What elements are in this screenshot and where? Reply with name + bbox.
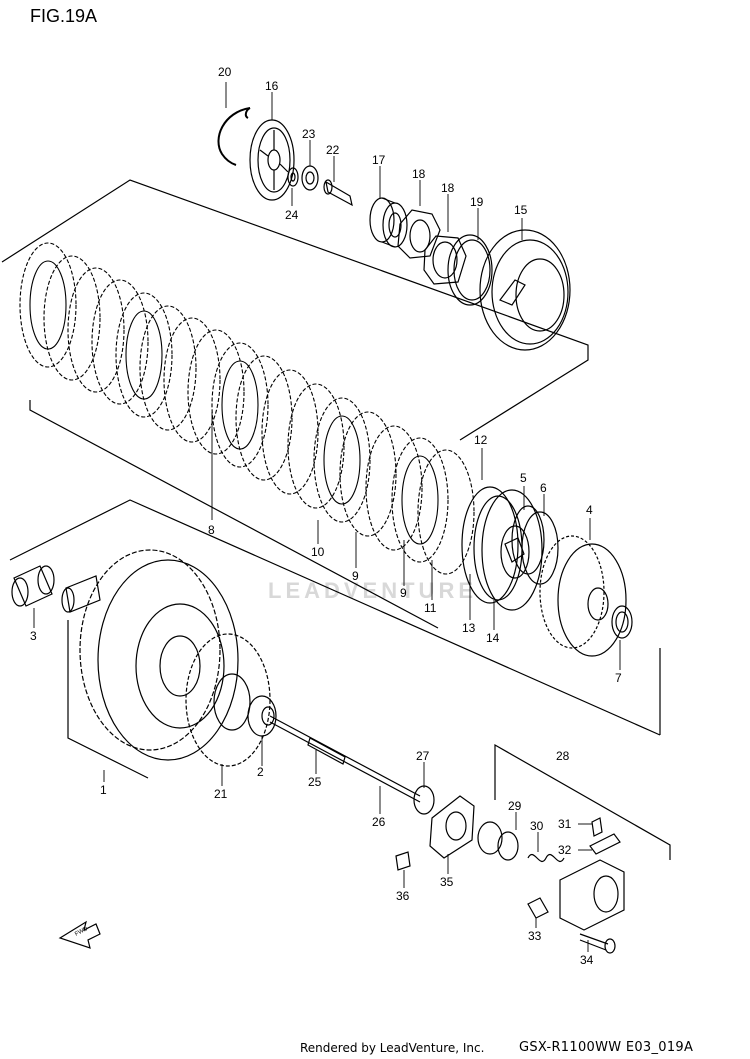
- leader-lines: [33, 82, 621, 952]
- callout-29: 29: [508, 799, 522, 813]
- watermark: LEADVENTURE: [268, 578, 478, 603]
- footer-credit: Rendered by LeadVenture, Inc.: [300, 1041, 485, 1055]
- callout-labels: 20 16 23 22 24 17 18 18 19 15 12 5 6 4 8…: [30, 65, 622, 967]
- callout-9b: 9: [400, 586, 407, 600]
- callout-19: 19: [470, 195, 484, 209]
- callout-27: 27: [416, 749, 430, 763]
- footer-code: GSX-R1100WW E03_019A: [519, 1040, 694, 1055]
- callout-16: 16: [265, 79, 279, 93]
- needle-bearing-3: [11, 565, 55, 607]
- snap-ring-7: [611, 605, 633, 639]
- plates-group-outline: [1, 179, 589, 629]
- figure-title: FIG.19A: [30, 6, 98, 26]
- spring-30: [527, 854, 565, 862]
- callout-26: 26: [372, 815, 386, 829]
- ring-19: [447, 234, 493, 306]
- callout-12: 12: [474, 433, 488, 447]
- plate-18a: [397, 209, 441, 259]
- callout-15: 15: [514, 203, 528, 217]
- callout-33: 33: [528, 929, 542, 943]
- callout-8: 8: [208, 523, 215, 537]
- cover-35: [429, 795, 475, 859]
- callout-18a: 18: [412, 167, 426, 181]
- callout-14: 14: [486, 631, 500, 645]
- callout-2: 2: [257, 765, 264, 779]
- spacer: [61, 575, 101, 613]
- thrust-washer-2: [247, 695, 277, 737]
- callout-7: 7: [615, 671, 622, 685]
- callout-20: 20: [218, 65, 232, 79]
- lower-group-outline: [9, 499, 661, 779]
- fwd-arrow-icon: FWD: [58, 920, 101, 949]
- callout-18b: 18: [441, 181, 455, 195]
- callout-28: 28: [556, 749, 570, 763]
- washer-24: [287, 167, 299, 187]
- pushrod-piece-22: [323, 179, 353, 207]
- callout-9a: 9: [352, 569, 359, 583]
- callout-36: 36: [396, 889, 410, 903]
- callout-10: 10: [311, 545, 325, 559]
- callout-23: 23: [302, 127, 316, 141]
- slave-cylinder-outline: [494, 743, 671, 860]
- callout-6: 6: [540, 481, 547, 495]
- callout-32: 32: [558, 843, 572, 857]
- callout-3: 3: [30, 629, 37, 643]
- callout-21: 21: [214, 787, 228, 801]
- callout-11: 11: [424, 601, 437, 615]
- callout-13: 13: [462, 621, 476, 635]
- pushrod-piece-25: [307, 737, 346, 765]
- nut-23: [301, 165, 319, 191]
- callout-5: 5: [520, 471, 527, 485]
- callout-31: 31: [558, 817, 572, 831]
- sleeve-hub-4: [539, 535, 627, 657]
- callout-4: 4: [586, 503, 593, 517]
- bleeder-31: [591, 817, 603, 837]
- washer-5-6: [511, 505, 559, 585]
- pin-33: [527, 897, 549, 919]
- hub-plate-13-14: [481, 489, 543, 611]
- callout-1: 1: [100, 783, 107, 797]
- bolt-36: [395, 851, 411, 871]
- callout-30: 30: [530, 819, 544, 833]
- piston-29: [477, 821, 519, 861]
- slave-body: [559, 833, 625, 931]
- callout-34: 34: [580, 953, 594, 967]
- callout-17: 17: [372, 153, 386, 167]
- clutch-plate-stack: [19, 242, 475, 575]
- callout-24: 24: [285, 208, 299, 222]
- circlip-20: [217, 107, 251, 166]
- primary-driven-gear-1: [79, 549, 239, 761]
- callout-22: 22: [326, 143, 340, 157]
- plate-18b: [423, 235, 467, 285]
- pushrod-26: [269, 715, 421, 803]
- bearing-17: [369, 197, 408, 248]
- callout-35: 35: [440, 875, 454, 889]
- bolt-34: [579, 933, 616, 954]
- pressure-plate-15: [479, 229, 571, 351]
- callout-25: 25: [308, 775, 322, 789]
- lifter-plate-16: [249, 119, 295, 201]
